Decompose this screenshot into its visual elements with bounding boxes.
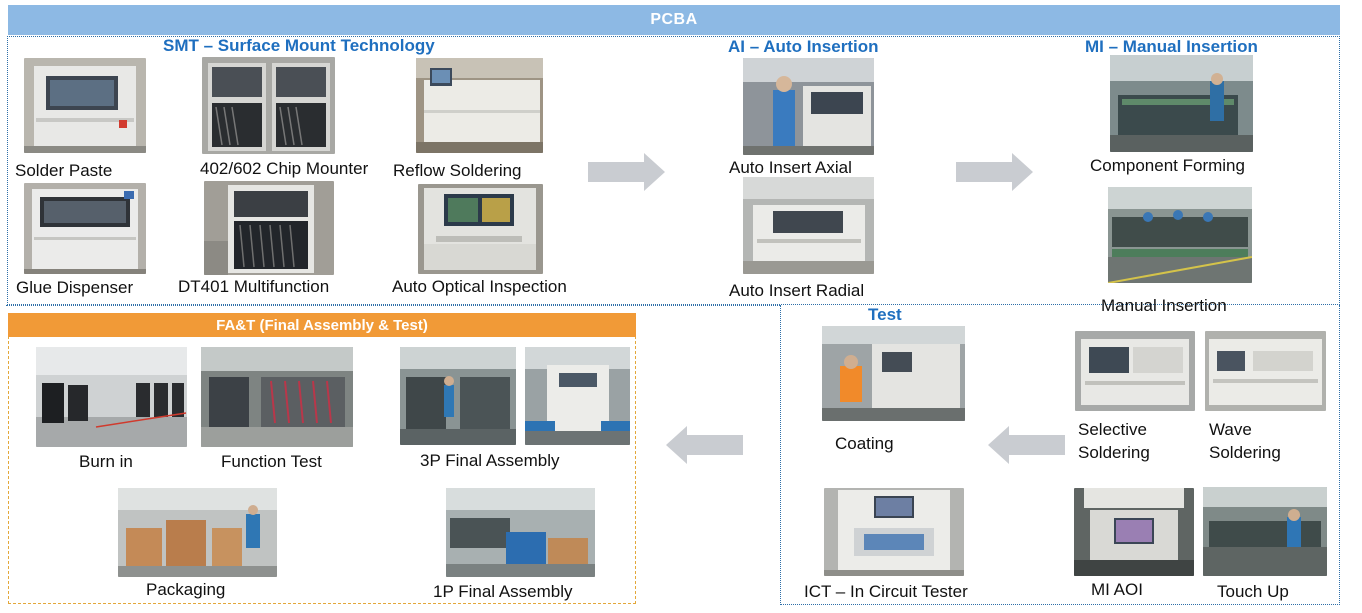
function-test-label: Function Test xyxy=(221,452,322,471)
component-forming-label: Component Forming xyxy=(1090,156,1245,175)
final-1p-photo xyxy=(446,488,595,577)
aoi-label: Auto Optical Inspection xyxy=(392,277,567,296)
final-3p-photo-1 xyxy=(400,347,516,445)
ict-label: ICT – In Circuit Tester xyxy=(804,582,968,601)
solder-paste-photo xyxy=(24,58,146,153)
reflow-label: Reflow Soldering xyxy=(393,161,522,180)
arrow-left-icon xyxy=(988,426,1065,464)
auto-insert-axial-label: Auto Insert Axial xyxy=(729,158,852,177)
final-3p-photo-2 xyxy=(525,347,630,445)
burn-in-label: Burn in xyxy=(79,452,133,471)
mi-section-title: MI – Manual Insertion xyxy=(1085,37,1258,56)
dt401-label: DT401 Multifunction xyxy=(178,277,330,296)
touch-up-label: Touch Up xyxy=(1217,582,1289,601)
burn-in-photo xyxy=(36,347,187,447)
solder-paste-label: Solder Paste xyxy=(15,161,113,180)
pcba-right-frame xyxy=(780,305,1340,605)
touch-up-photo xyxy=(1203,487,1327,576)
manual-insertion-photo xyxy=(1108,187,1252,283)
auto-insert-radial-photo xyxy=(743,177,874,274)
final-1p-label: 1P Final Assembly xyxy=(433,582,573,601)
chip-mounter-label: 402/602 Chip Mounter xyxy=(200,159,369,178)
selective-soldering-label-2: Soldering xyxy=(1078,443,1150,462)
packaging-label: Packaging xyxy=(146,580,226,599)
packaging-photo xyxy=(118,488,277,577)
selective-soldering-label-1: Selective xyxy=(1078,420,1147,439)
coating-label: Coating xyxy=(835,434,894,453)
mi-aoi-label: MI AOI xyxy=(1091,580,1143,599)
arrow-right-icon xyxy=(956,153,1033,191)
selective-soldering-photo xyxy=(1075,331,1195,411)
chip-mounter-photo xyxy=(202,57,335,154)
auto-insert-axial-photo xyxy=(743,58,874,155)
reflow-photo xyxy=(416,58,543,153)
pcba-top-frame xyxy=(7,36,1340,305)
pcba-fat-separator xyxy=(6,305,780,605)
manual-insertion-label: Manual Insertion xyxy=(1101,296,1227,315)
mi-aoi-photo xyxy=(1074,488,1194,576)
glue-dispenser-photo xyxy=(24,183,146,274)
arrow-left-icon xyxy=(666,426,743,464)
component-forming-photo xyxy=(1110,55,1253,152)
ict-photo xyxy=(824,488,964,576)
dt401-photo xyxy=(204,181,334,275)
arrow-right-icon xyxy=(588,153,665,191)
coating-photo xyxy=(822,326,965,421)
pcba-header: PCBA xyxy=(8,5,1340,35)
aoi-photo xyxy=(418,184,543,274)
glue-dispenser-label: Glue Dispenser xyxy=(16,278,134,297)
function-test-photo xyxy=(201,347,353,447)
wave-soldering-label-2: Soldering xyxy=(1209,443,1281,462)
ai-section-title: AI – Auto Insertion xyxy=(728,37,879,56)
smt-section-title: SMT – Surface Mount Technology xyxy=(163,36,435,55)
test-section-title: Test xyxy=(868,305,902,324)
final-3p-label: 3P Final Assembly xyxy=(420,451,560,470)
fat-header: FA&T (Final Assembly & Test) xyxy=(8,313,636,337)
auto-insert-radial-label: Auto Insert Radial xyxy=(729,281,865,300)
wave-soldering-label-1: Wave xyxy=(1209,420,1252,439)
wave-soldering-photo xyxy=(1205,331,1326,411)
